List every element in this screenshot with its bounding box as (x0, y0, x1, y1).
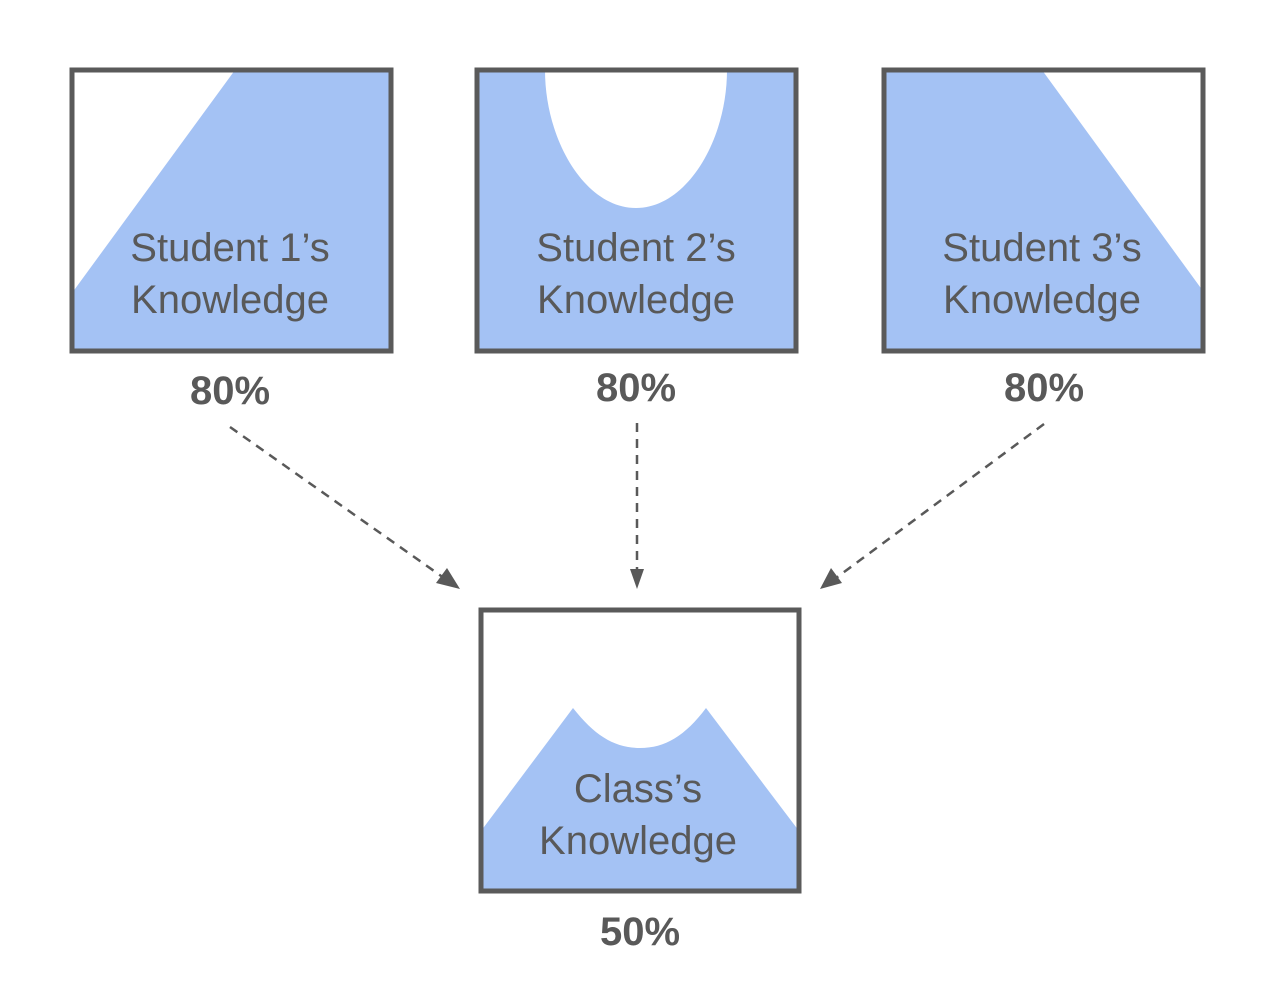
class-percent: 50% (600, 910, 680, 954)
arrow-student-3-to-class (820, 422, 1045, 589)
student-3-label-line2: Knowledge (943, 278, 1141, 322)
student-2-percent: 80% (596, 366, 676, 410)
student-3-label-line1: Student 3’s (942, 226, 1141, 270)
class-knowledge-fill (481, 708, 799, 891)
student-3-knowledge-fill (884, 70, 1203, 351)
student-1-frame (69, 67, 394, 354)
student-3-percent: 80% (1004, 366, 1084, 410)
student-2-frame (474, 67, 799, 354)
student-3-frame (881, 67, 1206, 354)
class-label-line2: Knowledge (539, 819, 737, 863)
class-frame (478, 607, 802, 894)
student-1-knowledge-fill (72, 70, 391, 351)
student-1-label-line2: Knowledge (131, 278, 329, 322)
student-1-label-line1: Student 1’s (130, 226, 329, 270)
student-3-box: Student 3’s Knowledge (881, 67, 1206, 354)
student-2-label-line2: Knowledge (537, 278, 735, 322)
student-2-label-line1: Student 2’s (536, 226, 735, 270)
arrow-student-2-to-class (630, 423, 644, 589)
student-1-box: Student 1’s Knowledge (69, 67, 394, 354)
student-2-knowledge-fill (477, 70, 796, 351)
class-box: Class’s Knowledge (478, 607, 802, 894)
class-label-line1: Class’s (574, 767, 702, 811)
arrow-student-1-to-class (229, 425, 460, 589)
student-2-box: Student 2’s Knowledge (474, 67, 799, 354)
student-1-percent: 80% (190, 369, 270, 413)
